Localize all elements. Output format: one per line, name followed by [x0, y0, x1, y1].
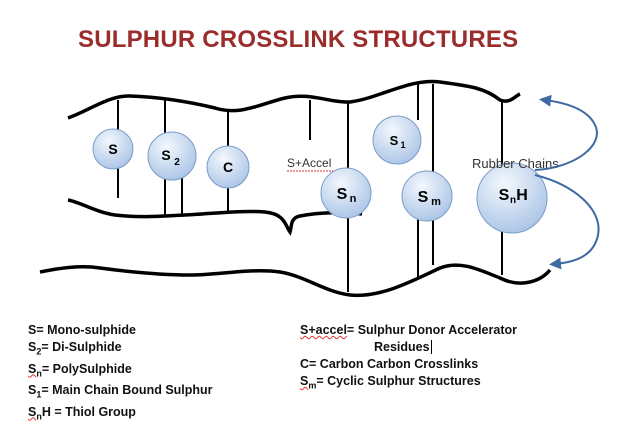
legend-item-poly: Sn= PolySulphide	[28, 361, 132, 379]
label-rubber-chains: Rubber Chains	[472, 156, 559, 171]
legend-item-carbon: C= Carbon Carbon Crosslinks	[300, 357, 479, 371]
legend-item-mainchain: S1= Main Chain Bound Sulphur	[28, 383, 213, 400]
svg-text:S: S	[418, 189, 429, 206]
arrow-bottom-icon	[534, 174, 600, 270]
legend-item-mono: S= Mono-sulphide	[28, 323, 136, 337]
node-Sn-poly: S n	[320, 167, 372, 219]
svg-text:H: H	[516, 187, 528, 204]
legend-item-residues: Residues	[374, 340, 432, 354]
legend-item-thiol: SnH = Thiol Group	[28, 404, 136, 422]
legend-item-di: S2= Di-Sulphide	[28, 340, 122, 357]
crosslink-diagram: S S 2 C S n S 1 S m S n H S+Accel Rubber…	[39, 79, 600, 298]
svg-text:2: 2	[174, 157, 180, 168]
svg-text:S: S	[390, 133, 399, 148]
node-S-mono: S	[92, 128, 134, 170]
node-SnH-thiol: S n H	[476, 162, 548, 234]
node-Sm-cyclic: S m	[401, 170, 453, 222]
svg-text:S: S	[161, 147, 170, 163]
node-C-carbon: C	[206, 145, 250, 189]
svg-text:n: n	[510, 195, 516, 206]
legend-item-accel: S+accel= Sulphur Donor Accelerator	[300, 323, 517, 337]
svg-text:C: C	[223, 159, 233, 175]
svg-text:S: S	[337, 186, 348, 203]
node-S2-di: S 2	[147, 131, 197, 181]
legend-left: S= Mono-sulphide S2= Di-Sulphide Sn= Pol…	[28, 322, 213, 425]
legend-right: S+accel= Sulphur Donor Accelerator Resid…	[300, 322, 517, 395]
svg-text:S: S	[499, 187, 510, 204]
legend-item-cyclic: Sm= Cyclic Sulphur Structures	[300, 374, 481, 391]
svg-text:1: 1	[400, 140, 405, 150]
arrow-top-icon	[534, 94, 598, 171]
svg-text:S: S	[108, 141, 117, 157]
svg-text:m: m	[431, 196, 441, 208]
label-s-accel: S+Accel	[287, 156, 331, 170]
rubber-chain-2	[67, 198, 363, 236]
rubber-chain-3	[39, 263, 552, 298]
svg-text:n: n	[350, 193, 357, 205]
node-S1-mainchain: S 1	[372, 115, 422, 165]
rubber-chain-1	[67, 79, 521, 120]
diagram-title: SULPHUR CROSSLINK STRUCTURES	[78, 26, 519, 53]
